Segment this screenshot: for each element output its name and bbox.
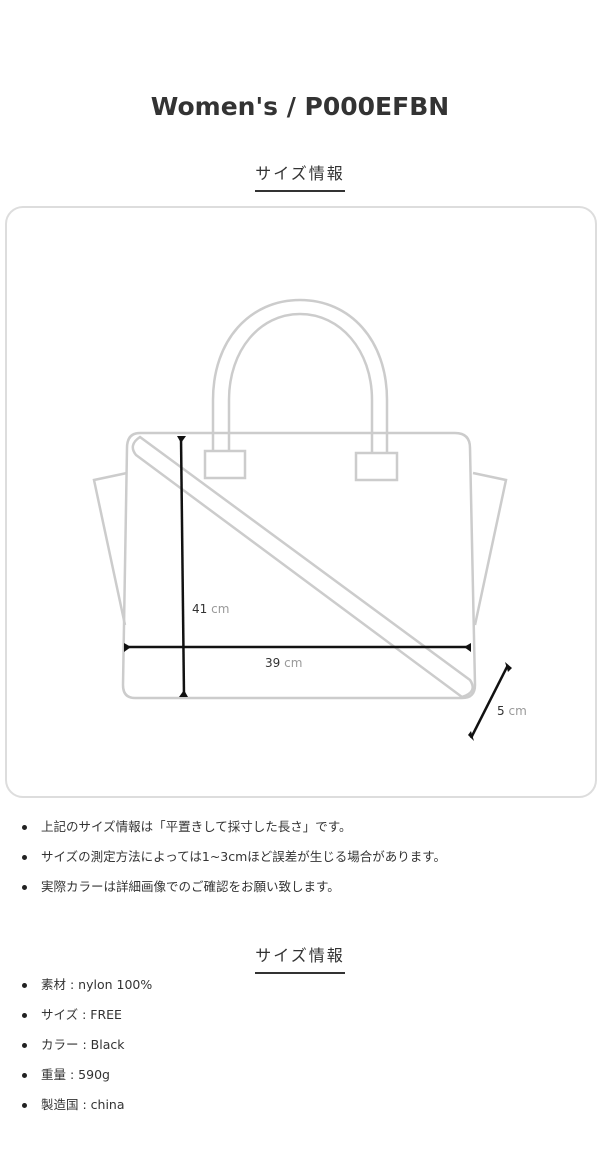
left-wing bbox=[92, 471, 128, 626]
page-title: Women's / P000EFBN bbox=[150, 92, 450, 121]
depth-line bbox=[469, 664, 510, 739]
size-section-title: サイズ情報 bbox=[255, 160, 345, 192]
width-label: 39 cm bbox=[265, 656, 302, 670]
size-section-heading: サイズ情報 bbox=[0, 160, 600, 192]
note-item: 上記のサイズ情報は「平置きして採寸した長さ」です。 bbox=[20, 812, 446, 842]
height-line bbox=[179, 436, 186, 697]
spec-size: サイズ : FREE bbox=[20, 1000, 152, 1030]
handle-tab-right bbox=[354, 451, 399, 482]
note-item: 実際カラーは詳細画像でのご確認をお願い致します。 bbox=[20, 872, 446, 902]
spec-list: 素材 : nylon 100% サイズ : FREE カラー : Black 重… bbox=[20, 970, 152, 1120]
height-label: 41 cm bbox=[192, 602, 229, 616]
dimension-lines bbox=[124, 436, 512, 741]
note-item: サイズの測定方法によっては1~3cmほど誤差が生じる場合があります。 bbox=[20, 842, 446, 872]
right-wing bbox=[472, 471, 508, 626]
bag-size-diagram: 41 cm 39 cm 5 cm bbox=[92, 298, 527, 741]
spec-material: 素材 : nylon 100% bbox=[20, 970, 152, 1000]
spec-origin: 製造国 : china bbox=[20, 1090, 152, 1120]
spec-color: カラー : Black bbox=[20, 1030, 152, 1060]
spec-section-heading: サイズ情報 bbox=[0, 942, 600, 974]
handle-inner bbox=[227, 312, 374, 453]
spec-weight: 重量 : 590g bbox=[20, 1060, 152, 1090]
handle-outer bbox=[211, 298, 389, 453]
spec-section-title: サイズ情報 bbox=[255, 942, 345, 974]
handle-tab-left bbox=[203, 449, 247, 480]
size-diagram-frame bbox=[5, 206, 597, 798]
notes-list: 上記のサイズ情報は「平置きして採寸した長さ」です。 サイズの測定方法によっては1… bbox=[20, 812, 446, 902]
shoulder-strap bbox=[131, 435, 474, 699]
depth-label: 5 cm bbox=[497, 704, 527, 718]
bag-outline bbox=[92, 298, 508, 700]
